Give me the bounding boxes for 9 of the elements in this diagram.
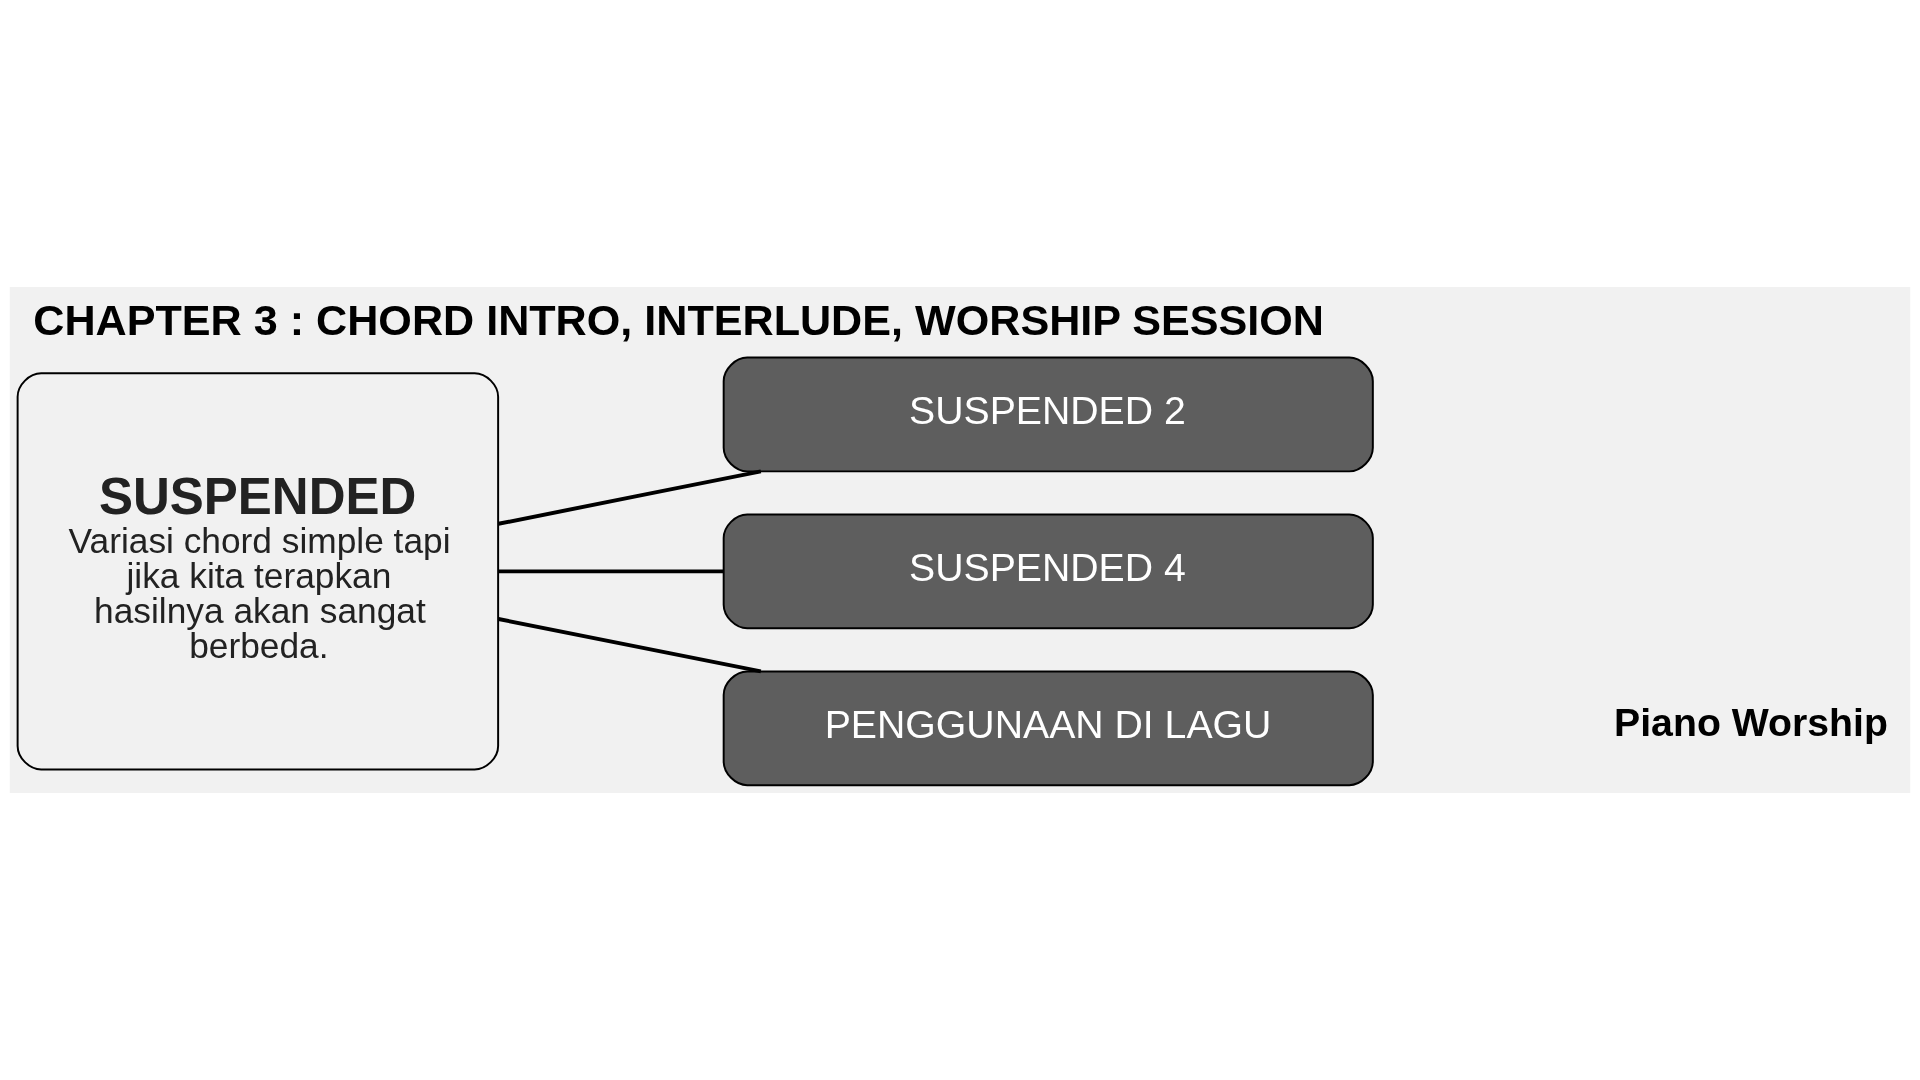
diagram-title: CHAPTER 3 : CHORD INTRO, INTERLUDE, WORSHIP SESSION [33,296,1324,345]
node-box: SUSPENDED 4 [722,513,1374,630]
connector [498,617,762,674]
connector [498,469,762,526]
node-box: PENGGUNAAN DI LAGU [722,670,1374,787]
node-box: SUSPENDED 2 [722,356,1374,473]
node-box: SUSPENDED Variasi chord simple tapi jika kita terapkan hasilnya akan sangat berbeda. [16,372,500,771]
label: Piano Worship [1614,700,1888,745]
connector [498,569,724,574]
